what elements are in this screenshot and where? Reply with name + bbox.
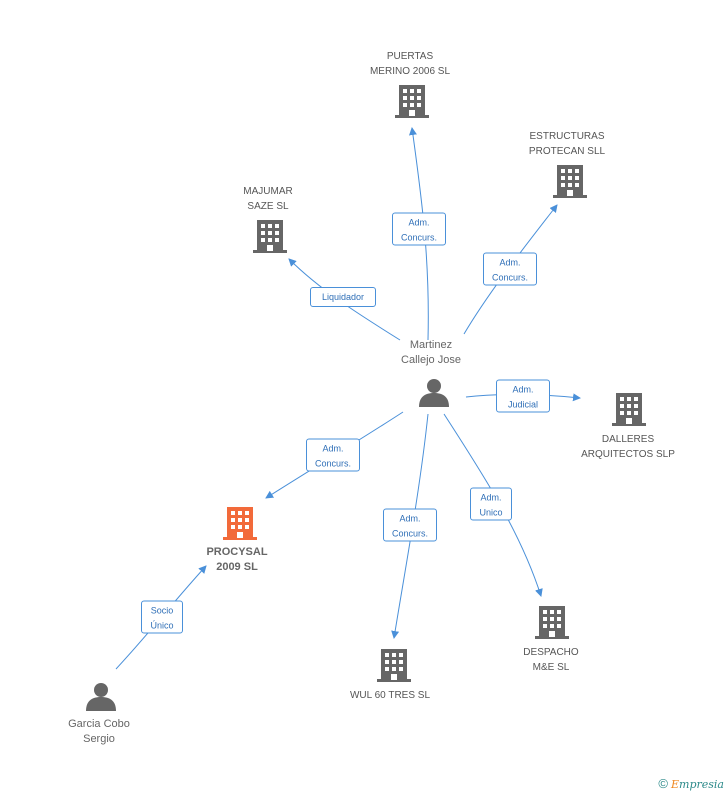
- node-label-garcia[interactable]: Garcia Cobo Sergio: [68, 718, 130, 745]
- building-icon-majumar[interactable]: [253, 220, 287, 253]
- node-label-martinez[interactable]: Martinez Callejo Jose: [401, 339, 461, 366]
- building-icon-dalleres[interactable]: [612, 393, 646, 426]
- brand-initial: E: [671, 778, 680, 791]
- edge-label-to-majumar[interactable]: Liquidador: [310, 287, 376, 307]
- footer-brand: ©Empresia: [658, 776, 724, 791]
- edge-label-to-dalleres[interactable]: Adm. Judicial: [496, 379, 550, 413]
- building-icon-procysal[interactable]: [223, 507, 257, 540]
- building-icon-estructuras[interactable]: [553, 165, 587, 198]
- copyright-symbol: ©: [658, 776, 668, 791]
- brand-name: mpresia: [679, 778, 724, 791]
- node-label-estructuras[interactable]: ESTRUCTURAS PROTECAN SLL: [528, 131, 606, 157]
- building-icon-despacho[interactable]: [535, 606, 569, 639]
- edge-label-garcia-procysal[interactable]: Socio Único: [141, 600, 183, 634]
- person-icon-martinez[interactable]: [419, 379, 449, 407]
- edge-label-to-estructuras[interactable]: Adm. Concurs.: [483, 252, 537, 286]
- node-label-wul[interactable]: WUL 60 TRES SL: [349, 690, 431, 701]
- edge-label-to-procysal[interactable]: Adm. Concurs.: [306, 438, 360, 472]
- edge-label-to-puertas[interactable]: Adm. Concurs.: [392, 212, 446, 246]
- node-label-majumar[interactable]: MAJUMAR SAZE SL: [243, 186, 293, 212]
- node-label-despacho[interactable]: DESPACHO M&E SL: [523, 647, 579, 673]
- node-label-dalleres[interactable]: DALLERES ARQUITECTOS SLP: [581, 434, 675, 460]
- edge-label-to-despacho[interactable]: Adm. Unico: [470, 487, 512, 521]
- node-label-puertas[interactable]: PUERTAS MERINO 2006 SL: [369, 51, 451, 77]
- building-icon-puertas[interactable]: [395, 85, 429, 118]
- building-icon-wul[interactable]: [377, 649, 411, 682]
- person-icon-garcia[interactable]: [86, 683, 116, 711]
- edge-label-to-wul[interactable]: Adm. Concurs.: [383, 508, 437, 542]
- node-label-procysal[interactable]: PROCYSAL 2009 SL: [206, 546, 268, 573]
